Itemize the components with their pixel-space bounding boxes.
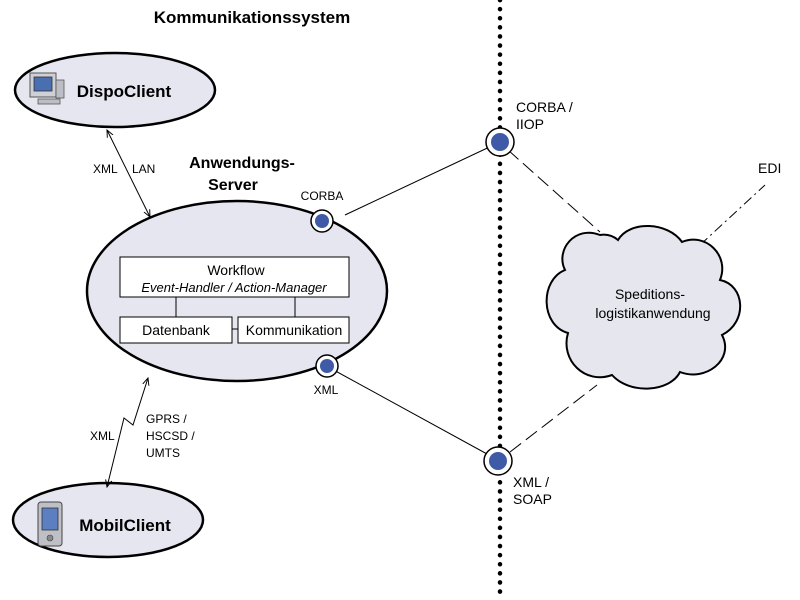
mobil-link-gprs-label: GPRS / [146, 412, 187, 426]
xml-link-line [329, 367, 499, 461]
gateway-soap-label-line2: SOAP [513, 491, 552, 507]
edi-dashdot-line [699, 184, 766, 246]
mobil-link-hscsd-label: HSCSD / [146, 429, 195, 443]
server-port-corba-label: CORBA [301, 189, 344, 203]
desktop-computer-icon [29, 72, 65, 105]
dispo-client-label: DispoClient [77, 82, 172, 101]
workflow-subtitle: Event-Handler / Action-Manager [141, 280, 327, 295]
mobil-link-xml-label: XML [90, 429, 115, 443]
kommunikation-box: Kommunikation [237, 316, 350, 344]
gateway-corba-port [485, 127, 515, 157]
mobil-server-arrow [107, 378, 148, 487]
gateway-corba-label-line2: IIOP [516, 116, 544, 132]
dispo-link-xml-label: XML [93, 162, 118, 176]
server-port-corba [310, 209, 334, 233]
dispo-client-node: DispoClient [13, 51, 217, 129]
mobil-client-label: MobilClient [79, 516, 171, 535]
app-server-label-line1: Anwendungs- [189, 155, 295, 172]
workflow-title: Workflow [207, 262, 265, 278]
app-server-label-line2: Server [208, 177, 258, 194]
server-port-xml-label: XML [314, 383, 339, 397]
server-port-xml [315, 354, 339, 378]
mobil-link-umts-label: UMTS [146, 446, 180, 460]
dispo-link-lan-label: LAN [132, 162, 155, 176]
pda-icon [37, 501, 63, 547]
corba-cloud-dashed-line [507, 149, 601, 233]
datenbank-label: Datenbank [142, 322, 211, 338]
corba-link-line [344, 142, 499, 216]
soap-cloud-dashed-line [509, 384, 598, 453]
workflow-box: Workflow Event-Handler / Action-Manager [119, 256, 350, 298]
cloud-label-line2: logistikanwendung [595, 305, 710, 321]
gateway-soap-port [483, 446, 513, 476]
datenbank-box: Datenbank [119, 316, 233, 344]
dispo-server-arrow [107, 130, 150, 217]
gateway-soap-label-line1: XML / [513, 474, 549, 490]
gateway-corba-label-line1: CORBA / [516, 99, 573, 115]
cloud-label-line1: Speditions- [615, 286, 685, 302]
diagram-title: Kommunikationssystem [154, 8, 351, 27]
kommunikation-label: Kommunikation [246, 322, 343, 338]
edi-label: EDI [758, 160, 781, 176]
logistics-cloud-node: Speditions- logistikanwendung [545, 225, 742, 390]
mobil-client-node: MobilClient [11, 481, 205, 559]
app-server-node: Workflow Event-Handler / Action-Manager … [85, 199, 389, 383]
